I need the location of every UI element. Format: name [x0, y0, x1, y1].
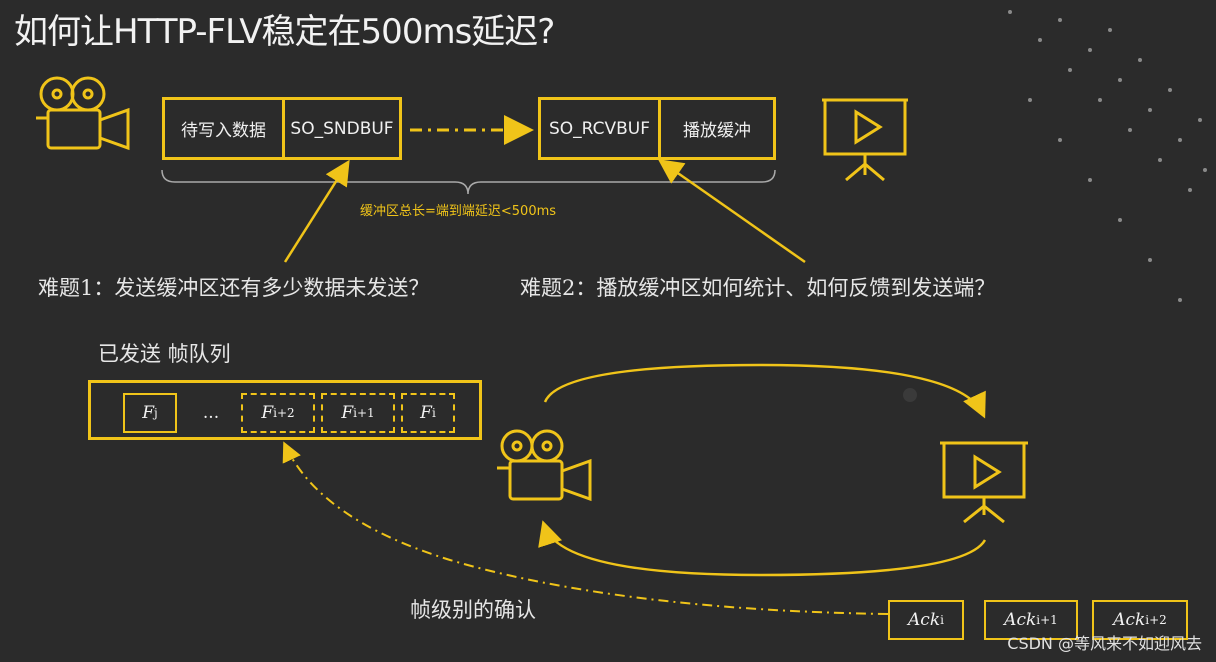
receiver-buffer: SO_RCVBUF 播放缓冲 [538, 97, 776, 160]
so-sndbuf-cell: SO_SNDBUF [290, 118, 394, 139]
pending-data-cell: 待写入数据 [165, 100, 285, 157]
frame-queue-title: 已发送 帧队列 [98, 342, 231, 366]
so-rcvbuf-cell: SO_RCVBUF [541, 100, 661, 157]
frame-ellipsis: ... [202, 403, 220, 423]
problem-1-text: 难题1：发送缓冲区还有多少数据未发送？ [38, 276, 430, 300]
projector-screen-icon [940, 441, 1028, 524]
csdn-watermark: CSDN @等风来不如迎风去 [1007, 634, 1202, 653]
projector-screen-icon [822, 98, 908, 182]
buffer-total-caption: 缓冲区总长=端到端延迟<500ms [360, 204, 557, 219]
video-camera-icon [36, 76, 130, 151]
frame-confirm-label: 帧级别的确认 [410, 598, 536, 622]
sender-buffer: 待写入数据 SO_SNDBUF [162, 97, 402, 160]
play-buffer-cell: 播放缓冲 [683, 121, 751, 141]
problem-2-text: 难题2：播放缓冲区如何统计、如何反馈到发送端？ [520, 276, 996, 300]
video-camera-icon [497, 429, 592, 502]
slide-title: 如何让HTTP-FLV稳定在500ms延迟? [14, 12, 555, 52]
